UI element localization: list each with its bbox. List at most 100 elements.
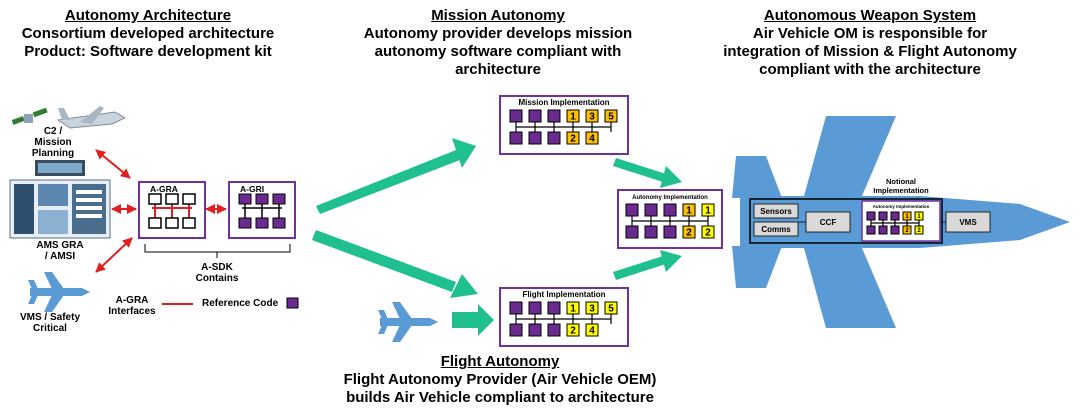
asdk-label: A-SDK Contains bbox=[177, 262, 257, 284]
module-block bbox=[509, 109, 523, 123]
module-number: 1 bbox=[570, 111, 576, 122]
module-block bbox=[566, 301, 580, 315]
module-block bbox=[866, 225, 876, 235]
module-number: 2 bbox=[570, 133, 576, 144]
architecture-line1: Consortium developed architecture bbox=[21, 25, 275, 42]
interfaces-label-2: Interfaces bbox=[108, 306, 156, 317]
mission-title: Mission Autonomy bbox=[431, 7, 565, 24]
mission-line3: architecture bbox=[455, 61, 541, 78]
c2-label-3: Planning bbox=[31, 148, 75, 159]
module-block bbox=[644, 225, 658, 239]
aircraft-photo-icon bbox=[56, 106, 127, 129]
aircraft-subsystem-frame bbox=[749, 198, 943, 244]
weapon-title: Autonomous Weapon System bbox=[763, 7, 977, 24]
module-block bbox=[663, 203, 677, 217]
module-block bbox=[625, 225, 639, 239]
agra-label: A-GRA bbox=[150, 184, 178, 194]
flight-vehicle-icon bbox=[378, 302, 438, 342]
asdk-brace bbox=[144, 244, 291, 258]
mission-impl-label: Mission Implementation bbox=[518, 98, 609, 107]
ams-label: AMS GRA / AMSI bbox=[10, 240, 110, 262]
flight-title: Flight Autonomy bbox=[440, 353, 560, 370]
mission-line1: Autonomy provider develops mission bbox=[363, 25, 633, 42]
vms-label-left: VMS / Safety Critical bbox=[10, 312, 90, 334]
module-block bbox=[878, 211, 888, 221]
module-block bbox=[878, 225, 888, 235]
module-number: 1 bbox=[917, 214, 921, 220]
module-number: 2 bbox=[570, 325, 576, 336]
vms-label-2: Critical bbox=[33, 323, 67, 334]
module-block bbox=[528, 109, 542, 123]
module-block bbox=[547, 301, 561, 315]
module-block bbox=[604, 109, 618, 123]
module-block bbox=[902, 225, 912, 235]
asdk-label-1: A-SDK bbox=[201, 262, 233, 273]
ams-console-icon bbox=[9, 179, 111, 239]
mission-line2: autonomy software compliant with bbox=[374, 43, 622, 60]
c2-label-1: C2 / bbox=[43, 126, 63, 137]
comms-label: Comms bbox=[761, 225, 791, 234]
module-block bbox=[701, 203, 715, 217]
module-block bbox=[509, 131, 523, 145]
module-number: 3 bbox=[589, 111, 595, 122]
vms-label-1: VMS / Safety bbox=[19, 312, 81, 323]
module-block bbox=[528, 323, 542, 337]
module-block bbox=[663, 225, 677, 239]
mission-to-autonomy-arrow bbox=[613, 158, 682, 188]
reference-code-legend-box bbox=[286, 297, 299, 309]
module-block bbox=[902, 211, 912, 221]
flight-line2: builds Air Vehicle compliant to architec… bbox=[346, 389, 654, 406]
notional-label: Notional bbox=[886, 177, 916, 186]
vms-label: VMS bbox=[959, 218, 977, 227]
asdk-label-2: Contains bbox=[195, 273, 239, 284]
module-block bbox=[866, 211, 876, 221]
agri-label: A-GRI bbox=[240, 184, 264, 194]
module-number: 3 bbox=[589, 303, 595, 314]
module-block bbox=[528, 131, 542, 145]
module-number: 4 bbox=[589, 133, 595, 144]
module-block bbox=[566, 131, 580, 145]
comms-box bbox=[753, 221, 799, 237]
module-block bbox=[566, 109, 580, 123]
agra-box bbox=[138, 181, 206, 239]
module-block bbox=[585, 301, 599, 315]
module-number: 2 bbox=[905, 228, 909, 234]
sensors-box bbox=[753, 203, 799, 219]
module-block bbox=[890, 225, 900, 235]
module-block bbox=[509, 301, 523, 315]
module-number: 5 bbox=[608, 111, 614, 122]
module-number: 2 bbox=[917, 228, 921, 234]
c2-screen-icon bbox=[35, 160, 85, 176]
module-number: 1 bbox=[686, 205, 692, 216]
module-block bbox=[509, 323, 523, 337]
flight-impl-label: Flight Implementation bbox=[522, 290, 605, 299]
vehicle-to-flight-arrow bbox=[452, 304, 494, 336]
autonomy-impl-label: Autonomy Implementation bbox=[632, 195, 708, 201]
ams-label-2: / AMSI bbox=[44, 251, 76, 262]
agri-box bbox=[228, 181, 296, 239]
mission-implementation-box: 1 3 5 2 4 bbox=[499, 95, 629, 155]
ccf-label: CCF bbox=[820, 218, 837, 227]
module-block bbox=[682, 203, 696, 217]
module-block bbox=[528, 301, 542, 315]
module-number: 5 bbox=[608, 303, 614, 314]
sensors-label: Sensors bbox=[760, 207, 792, 216]
module-block bbox=[547, 323, 561, 337]
module-block bbox=[682, 225, 696, 239]
flight-header: Flight Autonomy Flight Autonomy Provider… bbox=[320, 353, 680, 407]
module-block bbox=[547, 109, 561, 123]
module-block bbox=[566, 323, 580, 337]
sdk-to-flight-arrow bbox=[312, 230, 478, 298]
weapon-header: Autonomous Weapon System Air Vehicle OM … bbox=[700, 7, 1040, 79]
module-block bbox=[644, 203, 658, 217]
flight-line1: Flight Autonomy Provider (Air Vehicle OE… bbox=[343, 371, 657, 388]
interfaces-label-1: A-GRA bbox=[115, 295, 149, 306]
notional-label-2: Implementation bbox=[873, 186, 929, 195]
module-block bbox=[625, 203, 639, 217]
vms-to-agra-arrow bbox=[95, 237, 133, 273]
module-block bbox=[585, 131, 599, 145]
